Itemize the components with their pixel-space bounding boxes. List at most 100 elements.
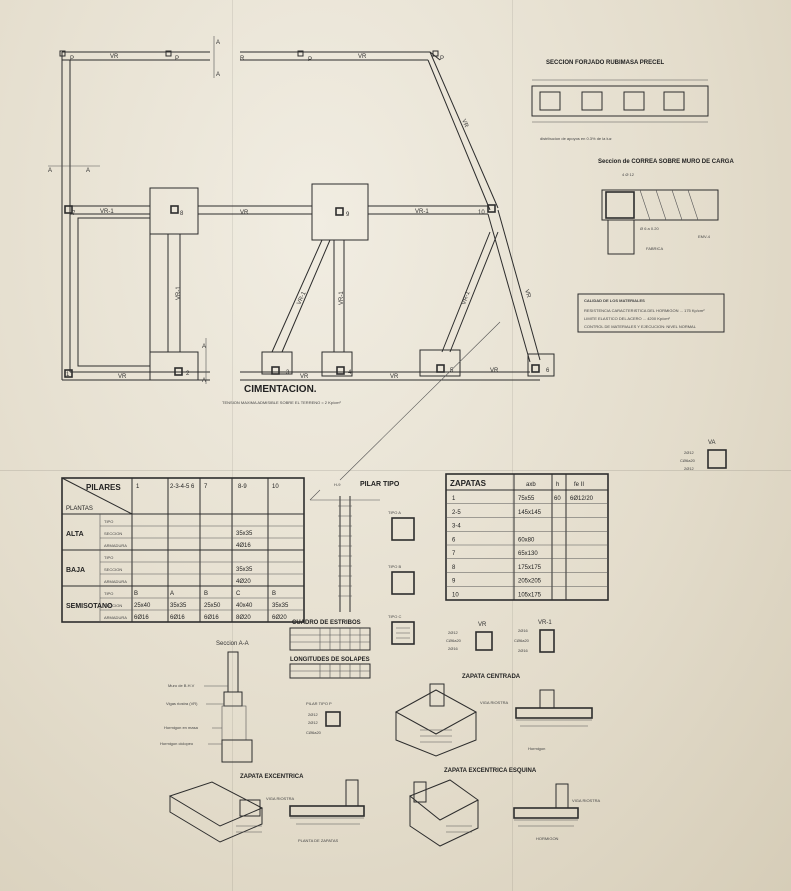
- pillars-table-cell: ARMADURA: [104, 615, 127, 620]
- zapatas-table-cell: 10: [452, 592, 459, 598]
- va-title: VA: [708, 440, 716, 446]
- zapatas-table-cell: 1: [452, 496, 456, 502]
- pillar-number: 2: [186, 371, 190, 377]
- section-mark: A: [48, 168, 52, 174]
- section-mark: A: [202, 378, 206, 384]
- zapatas-table-cell: 8: [452, 565, 456, 571]
- plan-p-label: P: [70, 56, 74, 62]
- plan-beam-label: VR: [118, 374, 127, 380]
- zapatas-table-cell: 9: [452, 579, 456, 585]
- zapatas-col-header: h: [556, 482, 559, 488]
- pilar-tipo-title: PILAR TIPO: [360, 481, 400, 488]
- zapatas-col-header: fe II: [574, 482, 584, 488]
- pillars-table-cell: SECCION: [104, 567, 122, 572]
- zapatas-table-cell: 2-5: [452, 510, 461, 516]
- pillar-number: 6: [546, 368, 550, 374]
- pillars-table-cell: 35x35: [236, 531, 253, 537]
- vr1-label: 2Ø16: [518, 648, 529, 653]
- pillars-table-cell: A: [170, 591, 174, 597]
- pillar-number: 5: [450, 368, 454, 374]
- plan-p-label: P: [175, 56, 179, 62]
- materials-line: LIMITE ELASTICO DEL ACERO ... 4200 Kp/cm…: [584, 316, 671, 321]
- section-mark: A: [216, 72, 220, 78]
- zapata-esquina-label: HORMIGON: [536, 836, 559, 841]
- zapata-esquina-title: ZAPATA EXCENTRICA ESQUINA: [444, 768, 537, 774]
- pillar-number: 9: [346, 212, 350, 218]
- pillars-table-cell: SECCION: [104, 603, 122, 608]
- plan-title: CIMENTACION.: [244, 384, 317, 395]
- pillars-col-header: 7: [204, 484, 208, 490]
- slab-section: SECCION FORJADO RUBIMASA PRECEL distribu…: [531, 60, 709, 141]
- pillar-number: 8: [180, 211, 184, 217]
- plan-beam-label: VR: [240, 210, 249, 216]
- zapata-centrada-title: ZAPATA CENTRADA: [462, 674, 521, 680]
- plan-beam-label: VR: [460, 119, 469, 130]
- pillars-table-cell: 6Ø20: [272, 615, 287, 621]
- materials-box: CALIDAD DE LOS MATERIALES RESISTENCIA CA…: [577, 293, 725, 333]
- va-label: CØ6a20: [680, 458, 696, 463]
- pillars-table-cell: 40x40: [236, 603, 253, 609]
- pilar-tipo-p-title: PILAR TIPO P: [306, 701, 332, 706]
- pillar-number: 10: [478, 210, 485, 216]
- zapatas-table-cell: 205x205: [518, 579, 542, 585]
- pillars-table-cell: 4Ø16: [236, 543, 251, 549]
- pillars-table-cell: 35x35: [170, 603, 187, 609]
- plan-beam-label: VR-1: [415, 209, 429, 215]
- pillars-table-cell: ARMADURA: [104, 579, 127, 584]
- va-label: 2Ø12: [684, 450, 695, 455]
- plan-beam-label: VR: [523, 289, 531, 299]
- pillars-table-cell: 8Ø20: [236, 615, 251, 621]
- beam-section-title: Seccion de CORREA SOBRE MURO DE CARGA: [598, 159, 734, 165]
- zapata-centrada-label: VIGA RIOSTRA: [480, 700, 509, 705]
- pillars-table-cell: B: [204, 591, 208, 597]
- zapatas-table-cell: 105x175: [518, 592, 542, 598]
- pillars-table-cell: SECCION: [104, 531, 122, 536]
- pilar-tipo-p: PILAR TIPO P 2Ø12 2Ø12 CØ6a20: [306, 701, 341, 735]
- zapata-excentrica-label: VIGA RIOSTRA: [266, 796, 295, 801]
- slab-section-title: SECCION FORJADO RUBIMASA PRECEL: [546, 60, 664, 66]
- pillars-table: PILARES PLANTAS 1 2-3-4-5 6 7 8-9 10 ALT…: [61, 477, 305, 623]
- vr1-label: CØ6a20: [514, 638, 530, 643]
- beam-on-wall-section: Seccion de CORREA SOBRE MURO DE CARGA 4 …: [598, 159, 734, 255]
- pillars-table-cell: B: [272, 591, 276, 597]
- zapatas-table-cell: 65x130: [518, 551, 538, 557]
- plan-beam-label: VR: [490, 368, 499, 374]
- zapatas-table-cell: 6: [452, 537, 456, 543]
- pillars-col-header: 10: [272, 484, 279, 490]
- pilar-tipo-top: H-9: [334, 482, 341, 487]
- plan-beam-label: VR-1: [339, 291, 345, 305]
- estribos-solapes: CUADRO DE ESTRIBOS LONGITUDES DE SOLAPES: [289, 620, 371, 679]
- zapatas-table-grid: [446, 503, 608, 587]
- pilar-tipo-p-label: 2Ø12: [308, 712, 319, 717]
- pillars-table-cell: 4Ø20: [236, 579, 251, 585]
- zapatas-table-cell: 75x55: [518, 496, 535, 502]
- beam-section-label: EMV-4: [698, 234, 711, 239]
- section-aa-label: Hormigon ciclopeo: [160, 741, 194, 746]
- zapata-centrada-label: Hormigon: [528, 746, 545, 751]
- pillars-table-cell: 6Ø16: [170, 615, 185, 621]
- pilar-tipo-p-label: CØ6a20: [306, 730, 322, 735]
- longitudes-solapes-title: LONGITUDES DE SOLAPES: [290, 657, 370, 663]
- vr1-label: 2Ø16: [518, 628, 529, 633]
- zapatas-table-cell: 6Ø12/20: [570, 496, 594, 502]
- pillars-col-header: 1: [136, 484, 140, 490]
- pillars-table-plantas: PLANTAS: [66, 506, 93, 512]
- pilar-tipo-p-label: 2Ø12: [308, 720, 319, 725]
- beam-section-label: FABRICA: [646, 246, 663, 251]
- plan-p-label: R: [240, 56, 245, 62]
- pilar-tipo-label: TIPO B: [388, 564, 401, 569]
- pillars-table-cell: 6Ø16: [204, 615, 219, 621]
- section-aa-label: Muro de B.H.V: [168, 683, 195, 688]
- pillars-table-cell: 25x40: [134, 603, 151, 609]
- plan-beam-label: VR-1: [100, 209, 114, 215]
- vr1-title: VR-1: [538, 620, 552, 626]
- pillar-number: 4: [348, 370, 352, 376]
- pilar-tipo-label: TIPO C: [388, 614, 401, 619]
- pillars-group-name: BAJA: [66, 567, 85, 574]
- zapatas-table-title: ZAPATAS: [450, 479, 487, 488]
- pillars-col-header: 2-3-4-5 6: [170, 484, 195, 490]
- section-a-a: Seccion A-A Muro de B.H.V Vigas riostra …: [160, 641, 253, 763]
